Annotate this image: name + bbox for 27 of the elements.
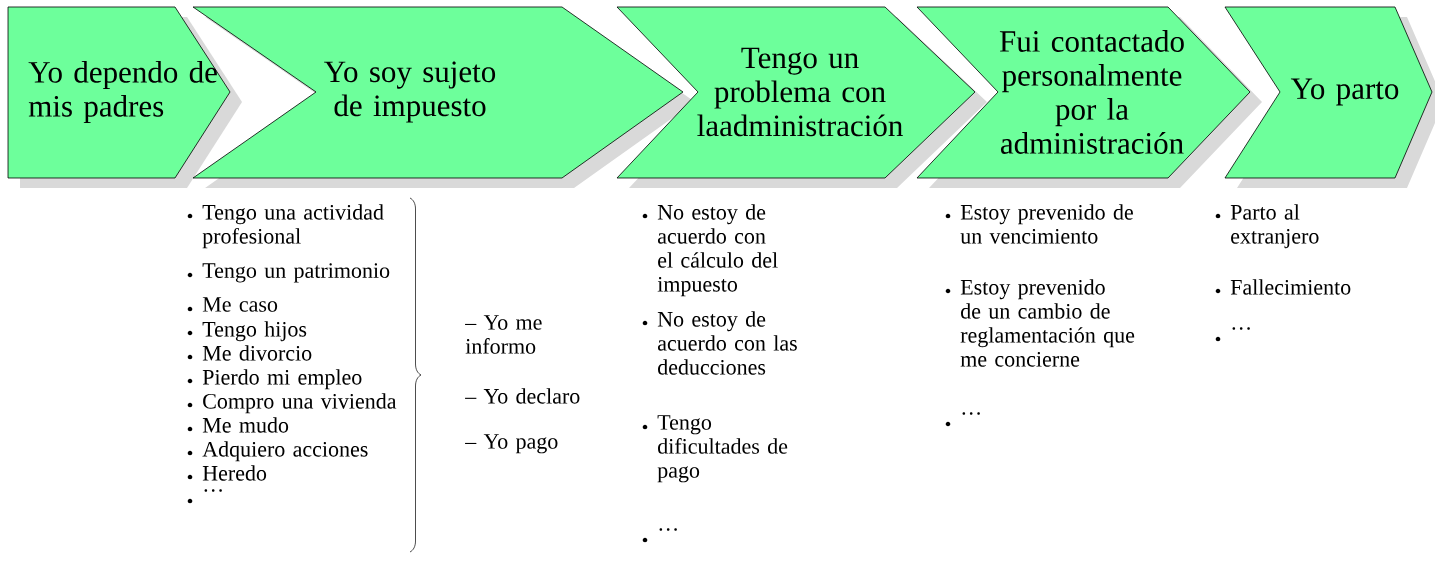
bullet-item: Tengo un patrimonio [187, 263, 390, 283]
bullet-item: … [187, 489, 222, 504]
bullet-item: … [1215, 327, 1250, 342]
bullet-item: Tengo dificultades de pago [642, 415, 788, 483]
bullet-item: Heredo [187, 465, 267, 481]
list-item: – Yo pago [465, 434, 558, 454]
bullet-item: Tengo hijos [187, 321, 307, 342]
bullet-item: Tengo una actividad profesional [187, 204, 384, 249]
bullet-item: Compro una vivienda [187, 393, 397, 414]
list-item: – Yo declaro [465, 388, 580, 404]
bullet-item: Parto al extranjero [1215, 204, 1319, 249]
bullet-item: Me mudo [187, 417, 289, 433]
bullet-item: Fallecimiento [1215, 279, 1351, 295]
bullet-item: Estoy prevenido de un vencimiento [945, 204, 1133, 244]
list-item: – Yo me informo [465, 315, 542, 354]
bullet-item: No estoy de acuerdo con las deducciones [642, 311, 797, 375]
process-step: Fui contactado personalmente por la administración [916, 6, 1262, 188]
bullet-item: Pierdo mi empleo [187, 369, 362, 390]
process-step: Yo dependo de mis padres [7, 6, 242, 188]
bullet-item: Me caso [187, 297, 278, 312]
bullet-item: … [642, 528, 677, 543]
bullet-item: Adquiero acciones [187, 441, 368, 462]
bullet-item: No estoy de acuerdo con el cálculo del impuesto [642, 204, 778, 297]
process-step: Yo parto [1224, 6, 1435, 188]
bullet-item: Estoy prevenido de un cambio de reglamentación que me concierne [945, 279, 1135, 367]
bullet-item: Me divorcio [187, 345, 312, 361]
bullet-item: … [945, 412, 980, 427]
